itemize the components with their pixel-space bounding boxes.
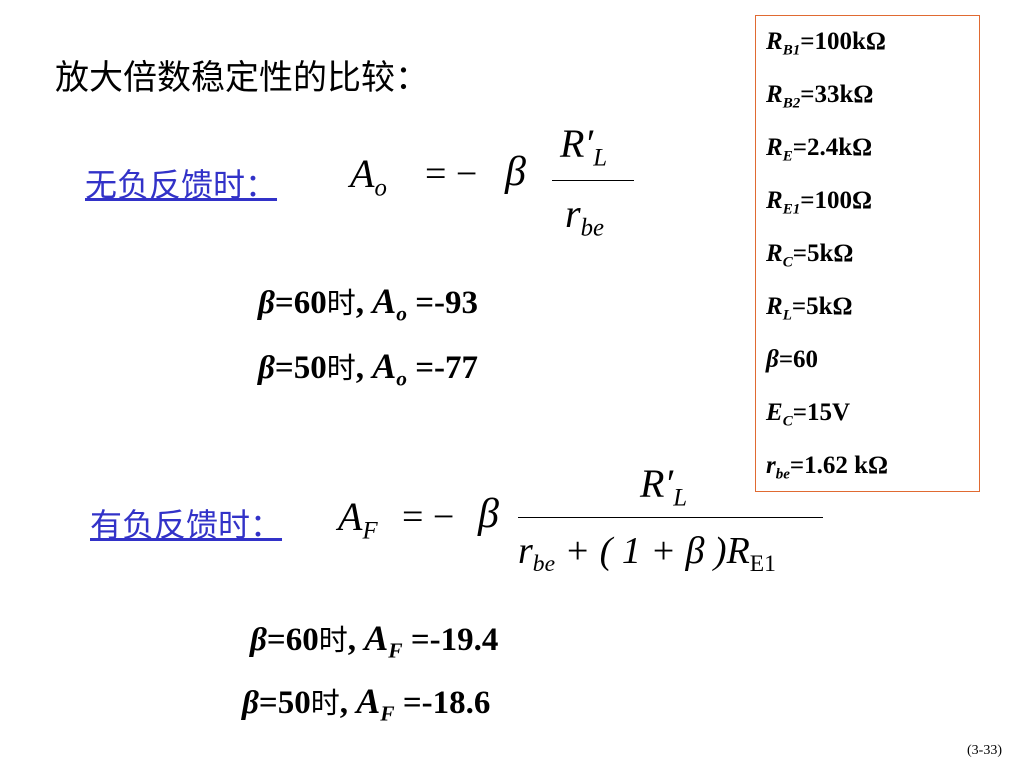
result-row: β=50时, AF =-18.6 [242,681,491,726]
fraction-bar-2 [518,517,823,518]
formula-denominator: rbe [565,191,604,242]
formula-no-feedback: Ao [350,150,387,203]
formula-A: A [350,151,375,196]
param-rb1: RB1=100kΩ [766,28,886,59]
no-feedback-label[interactable]: 无负反馈时： [85,160,307,206]
formula-numerator: R′L [560,121,607,172]
parameter-box: RB1=100kΩ RB2=33kΩ RE=2.4kΩ RE1=100Ω RC=… [755,15,980,492]
page-title: 放大倍数稳定性的比较： [55,58,429,98]
no-feedback-link[interactable]: 无负反馈时： [85,166,278,204]
result-row: β=60时, AF =-19.4 [250,618,499,663]
formula-equals: = − [425,153,478,195]
with-feedback-label[interactable]: 有负反馈时： [90,500,312,546]
result-row: β=60时, Ao =-93 [258,281,479,326]
param-beta: β=60 [766,346,819,373]
with-feedback-link[interactable]: 有负反馈时： [90,506,283,544]
param-rb2: RB2=33kΩ [766,81,874,112]
param-re: RE=2.4kΩ [766,134,873,165]
param-re1: RE1=100Ω [766,187,872,218]
param-rbe: rbe=1.62 kΩ [766,452,889,483]
formula-A-sub: o [374,174,387,202]
param-rl: RL=5kΩ [766,293,853,324]
formula-AF: AF [338,494,378,545]
result-row: β=50时, Ao =-77 [258,346,479,391]
formula-equals-2: = − [402,496,455,538]
page-number: (3-33) [967,743,1002,758]
fraction-bar [552,180,634,181]
formula-beta-2: β [478,491,499,537]
param-rc: RC=5kΩ [766,240,854,271]
param-ec: EC=15V [766,399,851,430]
formula-beta: β [505,149,526,195]
formula-numerator-2: R′L [640,461,687,512]
formula-denominator-2: rbe + ( 1 + β )RE1 [518,530,776,578]
